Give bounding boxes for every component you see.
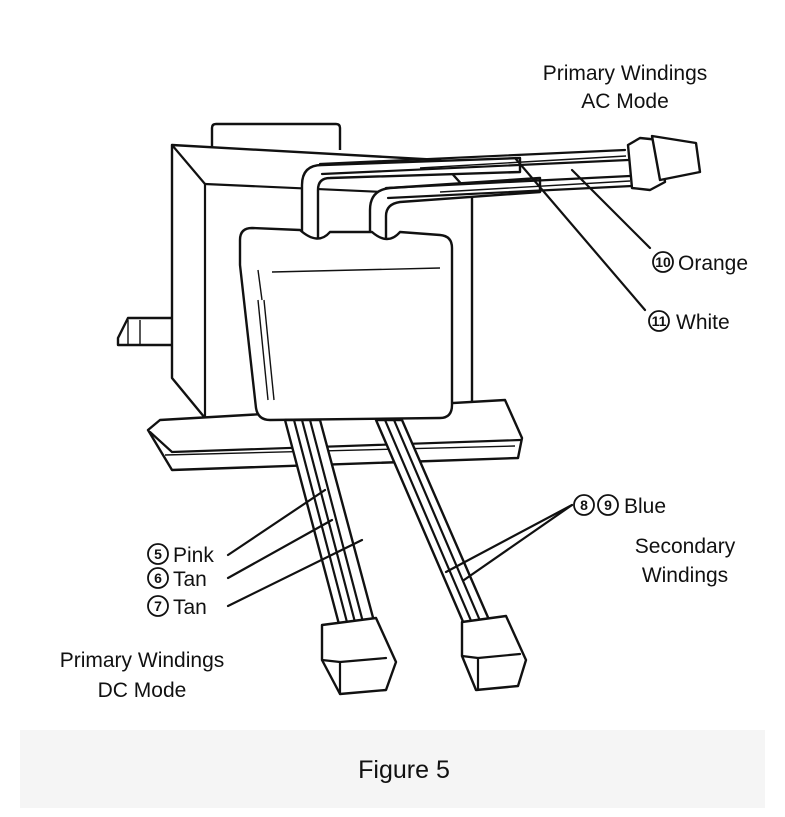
top-title-line2: AC Mode [581,90,669,113]
wire-7-number: 7 [154,598,162,614]
wire-10-color: Orange [678,252,748,275]
dc-connector [320,616,398,696]
blue-label: 8 9 Blue [573,494,666,518]
transformer-illustration [116,122,702,696]
wire-6-number: 6 [154,570,162,586]
top-title-line1: Primary Windings [543,62,708,85]
secondary-title-line2: Windings [642,564,728,587]
tan-7-label: 7 Tan [147,595,207,619]
bottom-title-line1: Primary Windings [60,649,225,672]
orange-label: 10 Orange [652,251,748,275]
caption-band [20,730,765,808]
secondary-connector [460,614,528,692]
ac-harness [318,148,634,200]
tan-6-label: 6 Tan [147,567,207,591]
wire-11-color: White [676,311,730,334]
wire-5-number: 5 [154,546,162,562]
leader-lines [226,156,652,608]
ac-connector [626,134,702,192]
wire-8-number: 8 [580,497,588,513]
secondary-title-line1: Secondary [635,535,736,558]
wire-89-color: Blue [624,495,666,518]
wire-10-number: 10 [655,254,671,270]
figure-caption: Figure 5 [358,756,450,784]
wire-11-number: 11 [652,313,667,329]
white-label: 11 White [648,310,730,334]
wire-9-number: 9 [604,497,612,513]
wire-7-color: Tan [173,596,207,619]
wire-5-color: Pink [173,544,214,567]
wire-6-color: Tan [173,568,207,591]
pink-label: 5 Pink [147,543,214,567]
bottom-title-line2: DC Mode [98,679,187,702]
